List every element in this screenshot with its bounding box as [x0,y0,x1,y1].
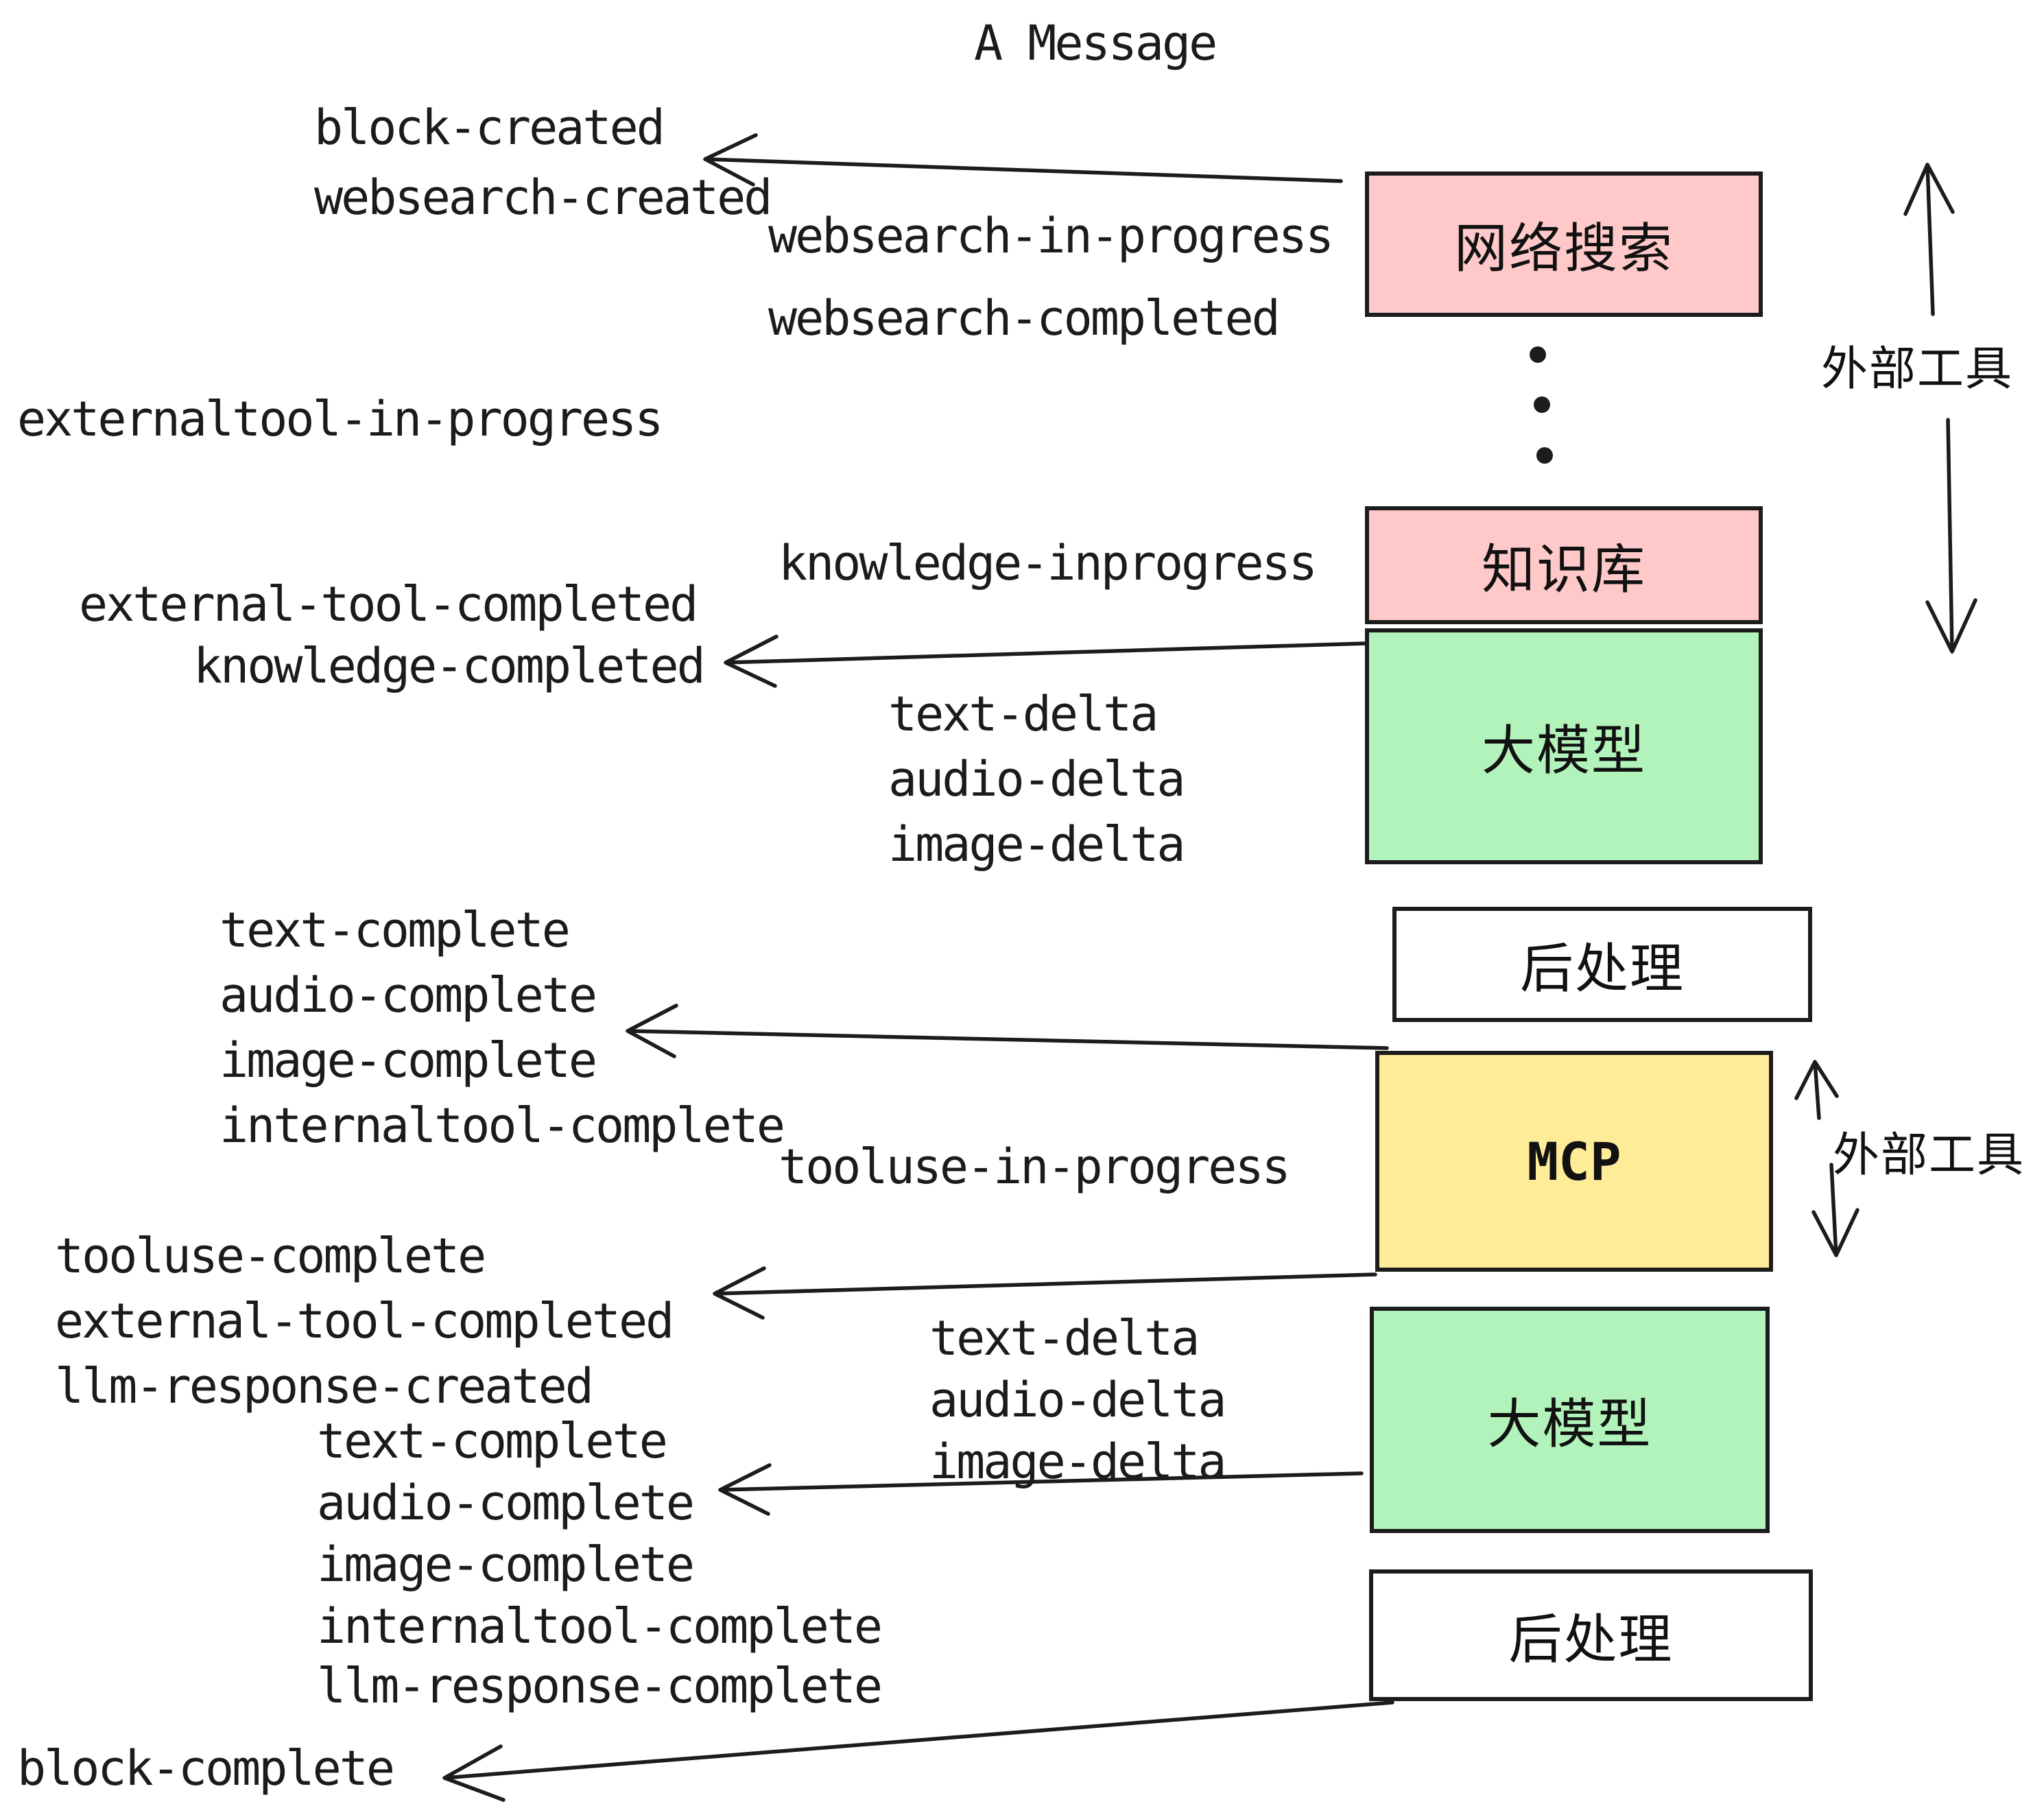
event-label-text-delta-2: text-delta [929,1310,1200,1366]
event-label-tooluse-complete: tooluse-complete [55,1228,486,1284]
node-llm-2-label: 大模型 [1487,1394,1652,1454]
diagram-title: A Message [974,15,1217,71]
node-postprocess-1-label: 后处理 [1519,938,1685,999]
event-label-knowledge-inprogress: knowledge-inprogress [779,535,1318,591]
event-label-block-created: block-created [314,99,665,156]
event-label-external-tool-completed-2: external-tool-completed [55,1293,674,1349]
event-label-audio-delta-1: audio-delta [888,751,1186,807]
event-label-llm-response-complete: llm-response-complete [317,1658,883,1714]
ellipsis-dot-2 [1534,396,1550,413]
node-websearch-label: 网络搜索 [1453,218,1674,278]
arrow-external-tools-1-up [1903,163,1955,316]
event-label-audio-complete-1: audio-complete [219,967,597,1023]
node-llm-1-label: 大模型 [1481,720,1646,781]
event-label-externaltool-in-progress: externaltool-in-progress [17,391,663,447]
event-label-internaltool-complete-2: internaltool-complete [317,1598,883,1654]
event-label-text-complete-1: text-complete [219,902,571,958]
event-label-image-complete-1: image-complete [219,1032,597,1089]
event-label-external-tool-completed: external-tool-completed [79,576,698,632]
node-llm-1: 大模型 [1365,628,1763,864]
event-label-internaltool-complete-1: internaltool-complete [219,1097,785,1154]
arrow-knowledge-completed [724,634,1368,688]
node-knowledge-label: 知识库 [1481,539,1646,600]
event-label-text-delta-1: text-delta [888,686,1158,742]
event-label-websearch-created: websearch-created [314,169,772,226]
event-label-tooluse-in-progress: tooluse-in-progress [779,1139,1291,1195]
arrow-external-tools-1-down [1925,418,1977,654]
arrow-external-tools-2-up [1794,1060,1839,1120]
node-websearch: 网络搜索 [1365,171,1763,317]
event-label-llm-response-created: llm-response-created [55,1358,594,1414]
event-label-knowledge-completed: knowledge-completed [193,638,706,694]
event-label-text-complete-2: text-complete [317,1413,668,1469]
event-label-audio-delta-2: audio-delta [929,1372,1227,1428]
ellipsis-dot-3 [1536,447,1553,464]
event-label-block-complete: block-complete [17,1740,395,1796]
arrow-block-complete [442,1700,1394,1802]
event-label-websearch-in-progress: websearch-in-progress [768,208,1334,264]
event-label-image-delta-2: image-delta [929,1434,1227,1490]
node-postprocess-2: 后处理 [1369,1569,1813,1701]
arrow-internal-complete-1 [626,1004,1389,1058]
node-postprocess-2-label: 后处理 [1508,1609,1674,1670]
node-llm-2: 大模型 [1370,1307,1770,1533]
annotation-external-tools-2: 外部工具 [1833,1129,2025,1181]
event-label-audio-complete-2: audio-complete [317,1475,695,1531]
event-label-websearch-completed: websearch-completed [768,290,1281,346]
event-label-image-complete-2: image-complete [317,1536,695,1593]
annotation-external-tools-1: 外部工具 [1821,343,2014,395]
arrow-websearch-created [703,133,1343,187]
node-mcp: MCP [1375,1051,1773,1272]
node-knowledge: 知识库 [1365,506,1763,624]
ellipsis-dot-1 [1530,346,1546,363]
node-mcp-label: MCP [1527,1130,1621,1192]
node-postprocess-1: 后处理 [1392,907,1812,1022]
event-label-image-delta-1: image-delta [888,816,1186,873]
